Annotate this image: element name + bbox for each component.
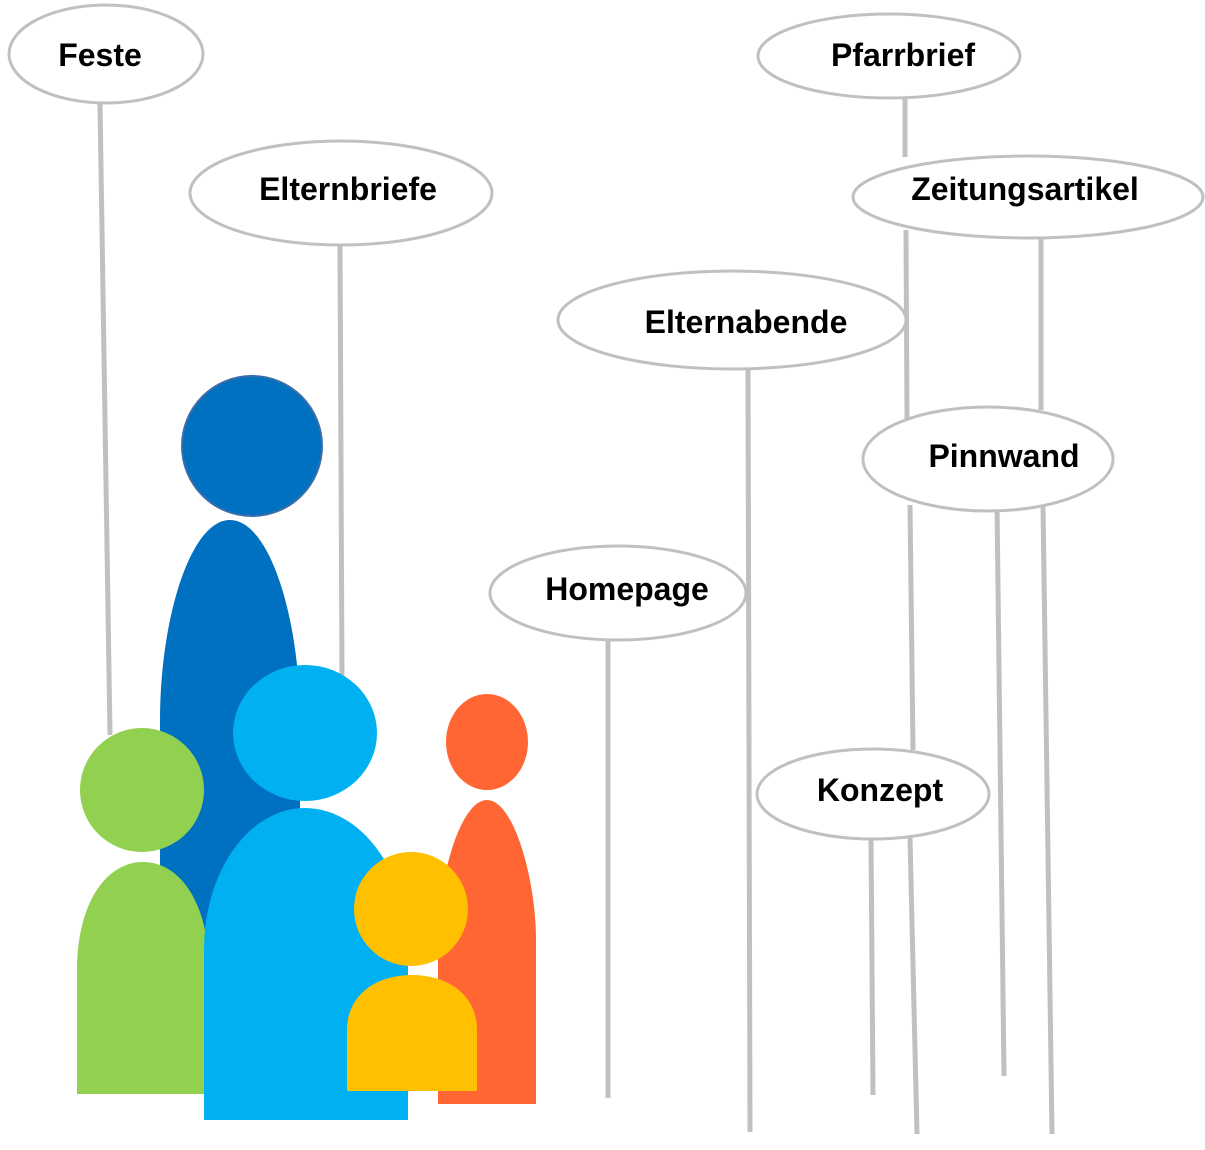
bubble-elternbriefe: Elternbriefe — [188, 139, 494, 247]
line-elternbriefe — [337, 244, 345, 681]
figure-yellow-body — [347, 975, 477, 1091]
line-feste — [97, 103, 113, 736]
bubble-elternabende-label: Elternabende — [645, 304, 848, 340]
bubble-konzept: Konzept — [755, 747, 991, 841]
figure-dark-blue-head — [181, 375, 323, 517]
bubble-pfarrbrief-label: Pfarrbrief — [831, 37, 975, 73]
family-figures — [77, 375, 536, 1120]
figure-light-blue-head — [233, 665, 377, 801]
figure-green — [77, 728, 209, 1094]
bubble-pinnwand-label: Pinnwand — [928, 438, 1079, 474]
bubble-feste-label: Feste — [58, 37, 142, 73]
bubble-elternabende: Elternabende — [556, 269, 908, 371]
bubble-konzept-label: Konzept — [817, 772, 944, 808]
bubble-homepage: Homepage — [488, 544, 748, 642]
bubble-zeitungsartikel-label: Zeitungsartikel — [911, 171, 1139, 207]
line-pinnwand-3 — [1040, 504, 1055, 1135]
figure-orange-head — [446, 694, 528, 790]
line-pinnwand-2 — [994, 504, 1007, 1077]
line-pinnwand-1 — [907, 504, 916, 751]
bubble-feste: Feste — [7, 3, 205, 105]
bubble-elternbriefe-label: Elternbriefe — [259, 171, 437, 207]
line-elternabende — [745, 369, 753, 1133]
bubble-pinnwand: Pinnwand — [861, 405, 1115, 513]
figure-green-head — [80, 728, 204, 852]
line-konzept-1 — [868, 837, 876, 1096]
figure-yellow — [347, 852, 477, 1091]
connector-lines — [97, 98, 1055, 1135]
bubble-pfarrbrief: Pfarrbrief — [756, 12, 1022, 100]
bubble-zeitungsartikel: Zeitungsartikel — [851, 154, 1205, 240]
figure-green-body — [77, 862, 209, 1094]
line-konzept-2 — [907, 837, 920, 1135]
figure-yellow-head — [354, 852, 468, 966]
bubble-homepage-label: Homepage — [545, 571, 709, 607]
